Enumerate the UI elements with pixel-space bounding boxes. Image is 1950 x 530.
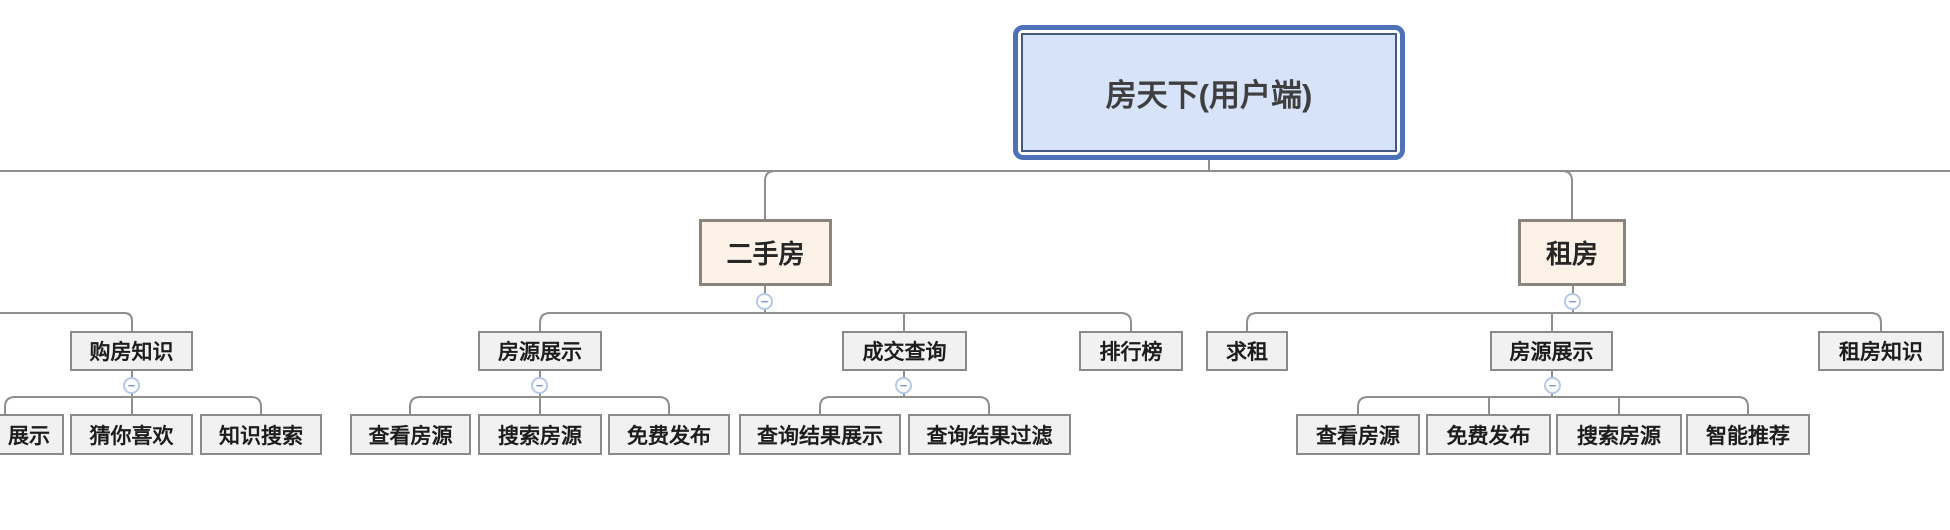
topic-mianfeifabu-sh[interactable]: 免费发布 [608, 414, 730, 455]
connector-rail-ershoufang [539, 312, 1132, 331]
connector-rail-offscreen-left [0, 312, 133, 331]
topic-sousuofangyuan-rent[interactable]: 搜索房源 [1556, 414, 1682, 455]
topic-zufang[interactable]: 租房 [1518, 219, 1626, 286]
root-topic-label: 房天下(用户端) [1021, 33, 1397, 152]
topic-mianfeifabu-rent[interactable]: 免费发布 [1426, 414, 1551, 455]
topic-paihangbang[interactable]: 排行榜 [1079, 331, 1183, 371]
topic-ershoufang[interactable]: 二手房 [699, 219, 832, 286]
collapse-icon[interactable]: − [895, 377, 912, 394]
connector-rail-fangyuanzhanshi-rent [1357, 396, 1749, 414]
topic-chakanfangyuan-rent[interactable]: 查看房源 [1296, 414, 1420, 455]
connector-drop-zufang [1561, 170, 1573, 219]
topic-chaxunjieguozhanshi[interactable]: 查询结果展示 [739, 414, 901, 455]
topic-zhishisousuo[interactable]: 知识搜索 [200, 414, 322, 455]
collapse-icon[interactable]: − [1564, 293, 1581, 310]
connector-rail-chengjiaochaxun [819, 396, 990, 414]
topic-goufangzhishi[interactable]: 购房知识 [70, 331, 193, 371]
collapse-icon[interactable]: − [756, 293, 773, 310]
topic-qiuzu[interactable]: 求租 [1206, 331, 1288, 371]
topic-fangyuanzhanshi-sh[interactable]: 房源展示 [478, 331, 602, 371]
connector-rail-zufang [1246, 312, 1882, 331]
connector-rail-goufangzhishi [4, 396, 262, 414]
collapse-icon[interactable]: − [531, 377, 548, 394]
topic-chakanfangyuan-sh[interactable]: 查看房源 [350, 414, 471, 455]
topic-sousuofangyuan-sh[interactable]: 搜索房源 [478, 414, 602, 455]
topic-zhanshi-cutoff[interactable]: 展示 [0, 414, 64, 455]
topic-chaxunjieguoguolv[interactable]: 查询结果过滤 [908, 414, 1071, 455]
topic-zhinengtuijian[interactable]: 智能推荐 [1686, 414, 1810, 455]
connector-rail-fangyuanzhanshi-sh [409, 396, 670, 414]
topic-chengjiaochaxun[interactable]: 成交查询 [842, 331, 967, 371]
collapse-icon[interactable]: − [123, 377, 140, 394]
topic-zufangzhishi[interactable]: 租房知识 [1818, 331, 1944, 371]
collapse-icon[interactable]: − [1544, 377, 1561, 394]
root-topic[interactable]: 房天下(用户端) [1013, 25, 1405, 160]
topic-cainixihuan[interactable]: 猜你喜欢 [70, 414, 193, 455]
connector-drop-ershoufang [764, 170, 776, 219]
topic-fangyuanzhanshi-rent[interactable]: 房源展示 [1490, 331, 1613, 371]
